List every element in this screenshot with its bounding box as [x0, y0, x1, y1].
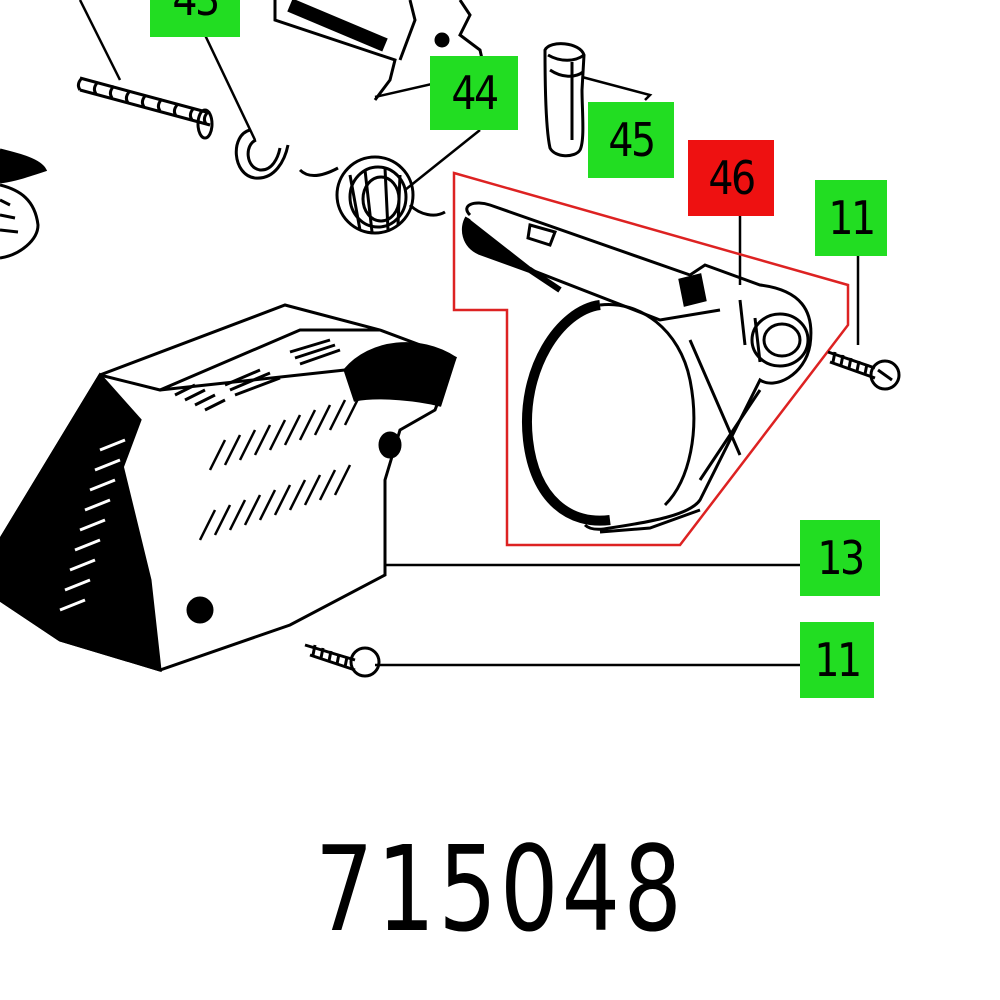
- screw-11-lower: [304, 643, 381, 678]
- callout-45[interactable]: 45: [594, 102, 668, 178]
- retaining-ring: [234, 128, 290, 180]
- lever-part-45: [543, 42, 586, 158]
- callout-box-44: [430, 56, 518, 130]
- compression-spring: [76, 76, 214, 140]
- callout-43-label: 43: [172, 0, 220, 26]
- callout-46-label: 46: [708, 151, 756, 205]
- callout-11-top[interactable]: 11: [820, 180, 882, 256]
- callout-44[interactable]: 44: [436, 56, 512, 130]
- callout-box-43: [150, 0, 240, 37]
- part-number: 715048: [314, 820, 686, 958]
- callout-13-label: 13: [817, 531, 865, 585]
- leader-line-45: [581, 75, 653, 101]
- callout-11-bottom-label: 11: [814, 633, 862, 687]
- callout-43[interactable]: 43: [156, 0, 233, 36]
- housing-cover-13: [0, 303, 457, 673]
- leader-line-44: [404, 129, 481, 191]
- callout-box-11-top: [815, 180, 887, 256]
- callout-boxes: [150, 0, 887, 698]
- callout-11-bottom[interactable]: 11: [805, 622, 869, 698]
- callout-box-13: [800, 520, 880, 596]
- callout-13[interactable]: 13: [806, 520, 875, 596]
- callout-box-45: [588, 102, 674, 178]
- callout-box-11-bottom: [800, 622, 874, 698]
- torsion-spring: [298, 155, 446, 235]
- blade-guard-bracket-46: [461, 201, 813, 534]
- callout-box-46: [688, 140, 774, 216]
- screw-11-upper: [827, 350, 901, 391]
- callout-44-label: 44: [451, 66, 499, 120]
- leader-line-top-left: [78, 0, 122, 81]
- left-edge-part: [0, 148, 48, 260]
- highlight-outline-46: [452, 171, 850, 547]
- callout-45-label: 45: [608, 113, 656, 167]
- callout-11-top-label: 11: [828, 191, 876, 245]
- leader-lines: [78, 0, 860, 667]
- callout-46[interactable]: 46: [694, 140, 768, 216]
- leader-line-43: [203, 34, 257, 141]
